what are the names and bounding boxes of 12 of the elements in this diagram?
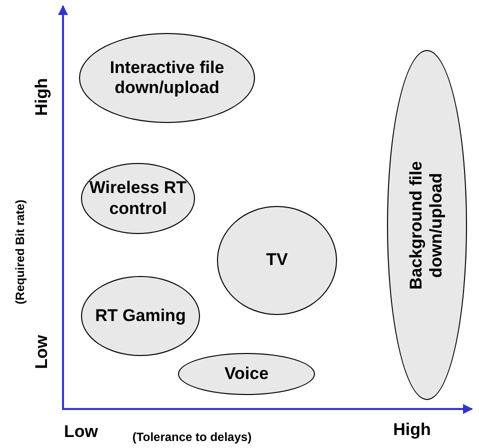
axis-label: Low <box>32 335 52 369</box>
node-label: Background file down/upload <box>406 160 447 292</box>
axis-label: Low <box>64 422 98 442</box>
axis-label: High <box>32 78 52 116</box>
axis-label: (Required Bit rate) <box>13 200 27 304</box>
node-label: TV <box>265 250 289 271</box>
axis-label: High <box>393 420 431 440</box>
node-label: RT Gaming <box>94 306 187 326</box>
node-label: Voice <box>223 364 270 384</box>
axis-label: (Tolerance to delays) <box>132 430 252 444</box>
node-label: Wireless RT control <box>88 178 188 219</box>
node-label: Interactive file down/upload <box>108 58 226 98</box>
